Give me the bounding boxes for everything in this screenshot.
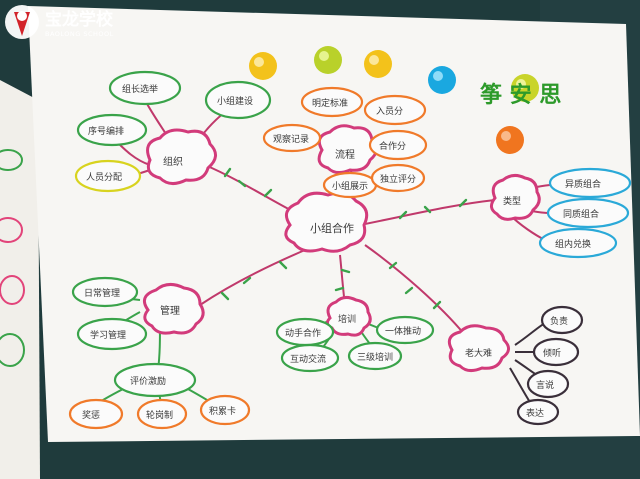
mgmt-child-2: 学习管理 — [76, 317, 148, 351]
svg-text:序号编排: 序号编排 — [88, 125, 124, 137]
org-child-4: 人员分配 — [74, 159, 142, 193]
svg-text:异质组合: 异质组合 — [565, 178, 601, 190]
diff-child-3: 言说 — [526, 369, 570, 399]
branch-organization: 组织 组长选举 小组建设 序号编排 人员分配 — [74, 70, 272, 193]
center-node: 小组合作 — [284, 191, 369, 253]
svg-text:倾听: 倾听 — [543, 347, 561, 359]
diff-child-2: 倾听 — [532, 337, 580, 367]
svg-text:明定标准: 明定标准 — [312, 97, 348, 109]
train-child-1: 动手合作 — [275, 317, 335, 347]
mgmt-child-4: 奖惩 — [68, 398, 124, 430]
svg-text:观察记录: 观察记录 — [273, 133, 309, 145]
svg-text:三级培训: 三级培训 — [357, 351, 393, 363]
svg-text:积累卡: 积累卡 — [209, 405, 236, 417]
svg-text:奖惩: 奖惩 — [82, 409, 100, 421]
svg-text:评价激励: 评价激励 — [130, 375, 166, 387]
train-child-4: 三级培训 — [347, 341, 403, 371]
pushpin-3 — [364, 50, 392, 78]
proc-child-6: 独立评分 — [370, 163, 426, 193]
svg-text:组长选举: 组长选举 — [122, 83, 158, 95]
org-child-2: 小组建设 — [204, 80, 272, 120]
svg-text:培训: 培训 — [338, 313, 356, 325]
pushpin-5 — [511, 74, 539, 102]
svg-text:类型: 类型 — [503, 195, 521, 207]
pushpin-6 — [496, 126, 524, 154]
logo-school-name: 宝龙学校 — [45, 9, 114, 30]
svg-text:组内兑换: 组内兑换 — [555, 238, 591, 250]
train-child-2: 互动交流 — [280, 343, 340, 373]
svg-text:小组建设: 小组建设 — [217, 95, 253, 107]
branch-training: 培训 动手合作 互动交流 一体推动 三级培训 — [275, 295, 435, 373]
mgmt-child-5: 轮岗制 — [136, 398, 188, 430]
svg-text:言说: 言说 — [536, 379, 554, 391]
proc-child-3: 合作分 — [368, 129, 428, 161]
branch-leaves — [220, 167, 468, 310]
svg-text:组织: 组织 — [163, 155, 183, 168]
svg-text:表达: 表达 — [526, 407, 544, 419]
proc-child-4: 观察记录 — [262, 123, 322, 153]
poster-title: 筝 安 思 — [480, 82, 561, 108]
org-child-1: 组长选举 — [108, 70, 182, 106]
pushpin-2 — [314, 46, 342, 74]
type-child-3: 组内兑换 — [538, 227, 618, 259]
type-child-2: 同质组合 — [546, 197, 630, 229]
svg-text:老大难: 老大难 — [465, 347, 492, 359]
svg-text:学习管理: 学习管理 — [90, 329, 126, 341]
svg-text:日常管理: 日常管理 — [84, 287, 120, 299]
svg-text:轮岗制: 轮岗制 — [146, 409, 173, 421]
svg-text:动手合作: 动手合作 — [285, 327, 321, 339]
svg-text:合作分: 合作分 — [379, 140, 406, 152]
branch-type: 类型 异质组合 同质组合 组内兑换 — [490, 167, 632, 259]
svg-text:小组展示: 小组展示 — [332, 180, 368, 192]
mgmt-child-1: 日常管理 — [71, 276, 139, 308]
svg-text:互动交流: 互动交流 — [290, 353, 326, 365]
train-child-3: 一体推动 — [375, 315, 435, 345]
logo-school-name-en: BAOLONG SCHOOL — [45, 30, 114, 38]
proc-child-2: 入员分 — [363, 94, 427, 126]
mgmt-child-3: 评价激励 — [113, 362, 197, 398]
proc-child-5: 小组展示 — [322, 171, 378, 199]
svg-text:一体推动: 一体推动 — [385, 325, 421, 337]
pushpin-1 — [249, 52, 277, 80]
school-logo-watermark: 宝龙学校 BAOLONG SCHOOL — [5, 5, 114, 39]
svg-text:同质组合: 同质组合 — [563, 208, 599, 220]
mgmt-child-6: 积累卡 — [199, 394, 251, 426]
svg-text:流程: 流程 — [335, 148, 355, 161]
svg-text:入员分: 入员分 — [376, 106, 403, 117]
svg-text:独立评分: 独立评分 — [380, 173, 416, 185]
pushpin-4 — [428, 66, 456, 94]
type-child-1: 异质组合 — [548, 167, 632, 199]
center-label: 小组合作 — [310, 221, 354, 235]
branch-management: 管理 日常管理 学习管理 评价激励 奖惩 轮岗制 积累卡 — [68, 276, 251, 430]
branch-process: 流程 明定标准 入员分 合作分 观察记录 小组展示 独立评分 — [262, 86, 428, 199]
org-child-3: 序号编排 — [76, 113, 148, 147]
svg-text:管理: 管理 — [160, 304, 180, 317]
diff-child-1: 负责 — [540, 305, 584, 335]
proc-child-1: 明定标准 — [300, 86, 364, 118]
svg-text:人员分配: 人员分配 — [86, 172, 122, 183]
diff-child-4: 表达 — [516, 398, 560, 426]
svg-text:负责: 负责 — [550, 315, 568, 327]
branch-difficulty: 老大难 负责 倾听 言说 表达 — [447, 305, 584, 426]
